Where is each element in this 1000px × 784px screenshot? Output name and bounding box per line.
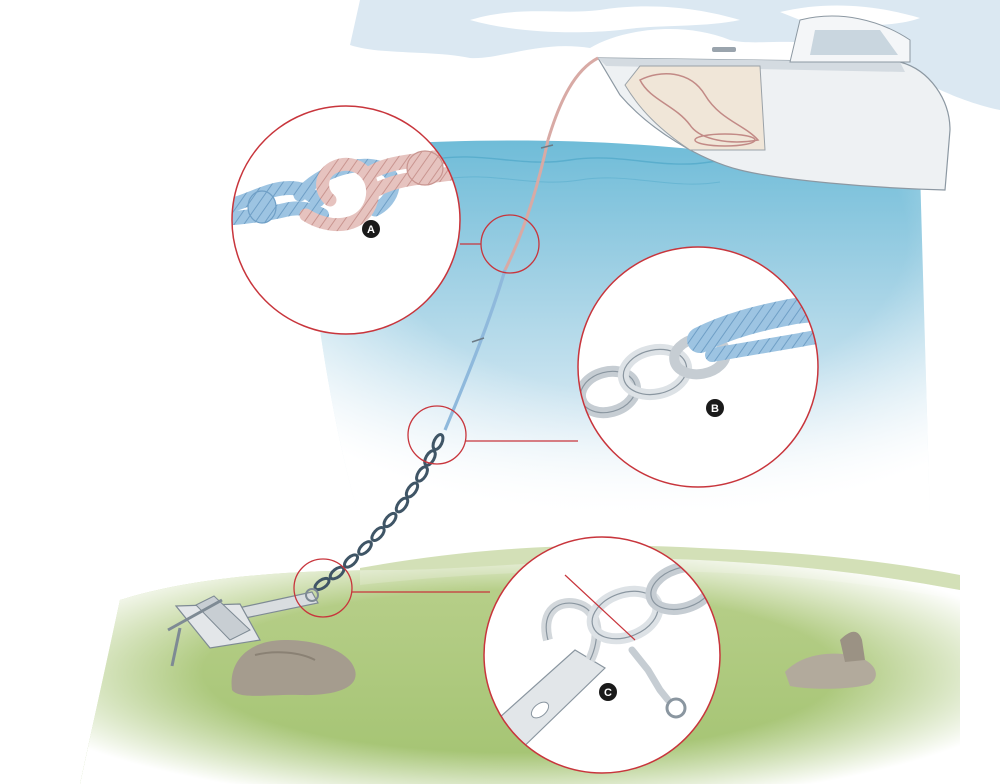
callout-badge-b: B: [706, 399, 724, 417]
leader-lines: [352, 243, 578, 593]
target-circle-c: [293, 558, 353, 618]
callout-label-b: B: [711, 403, 719, 415]
rode-line: [443, 56, 599, 431]
target-circle-b: [407, 405, 467, 465]
callout-label-c: C: [604, 687, 612, 699]
rocks: [231, 631, 876, 696]
callout-badge-c: C: [599, 683, 617, 701]
rode-chain: [313, 433, 445, 592]
callout-badge-a: A: [362, 220, 380, 238]
boat: [596, 15, 951, 191]
callout-b-detail: [578, 292, 818, 419]
callout-label-a: A: [367, 224, 375, 236]
callout-b: [577, 246, 819, 488]
callout-a-detail: [232, 150, 460, 232]
callout-a: [231, 105, 461, 335]
anchor: [167, 588, 319, 667]
